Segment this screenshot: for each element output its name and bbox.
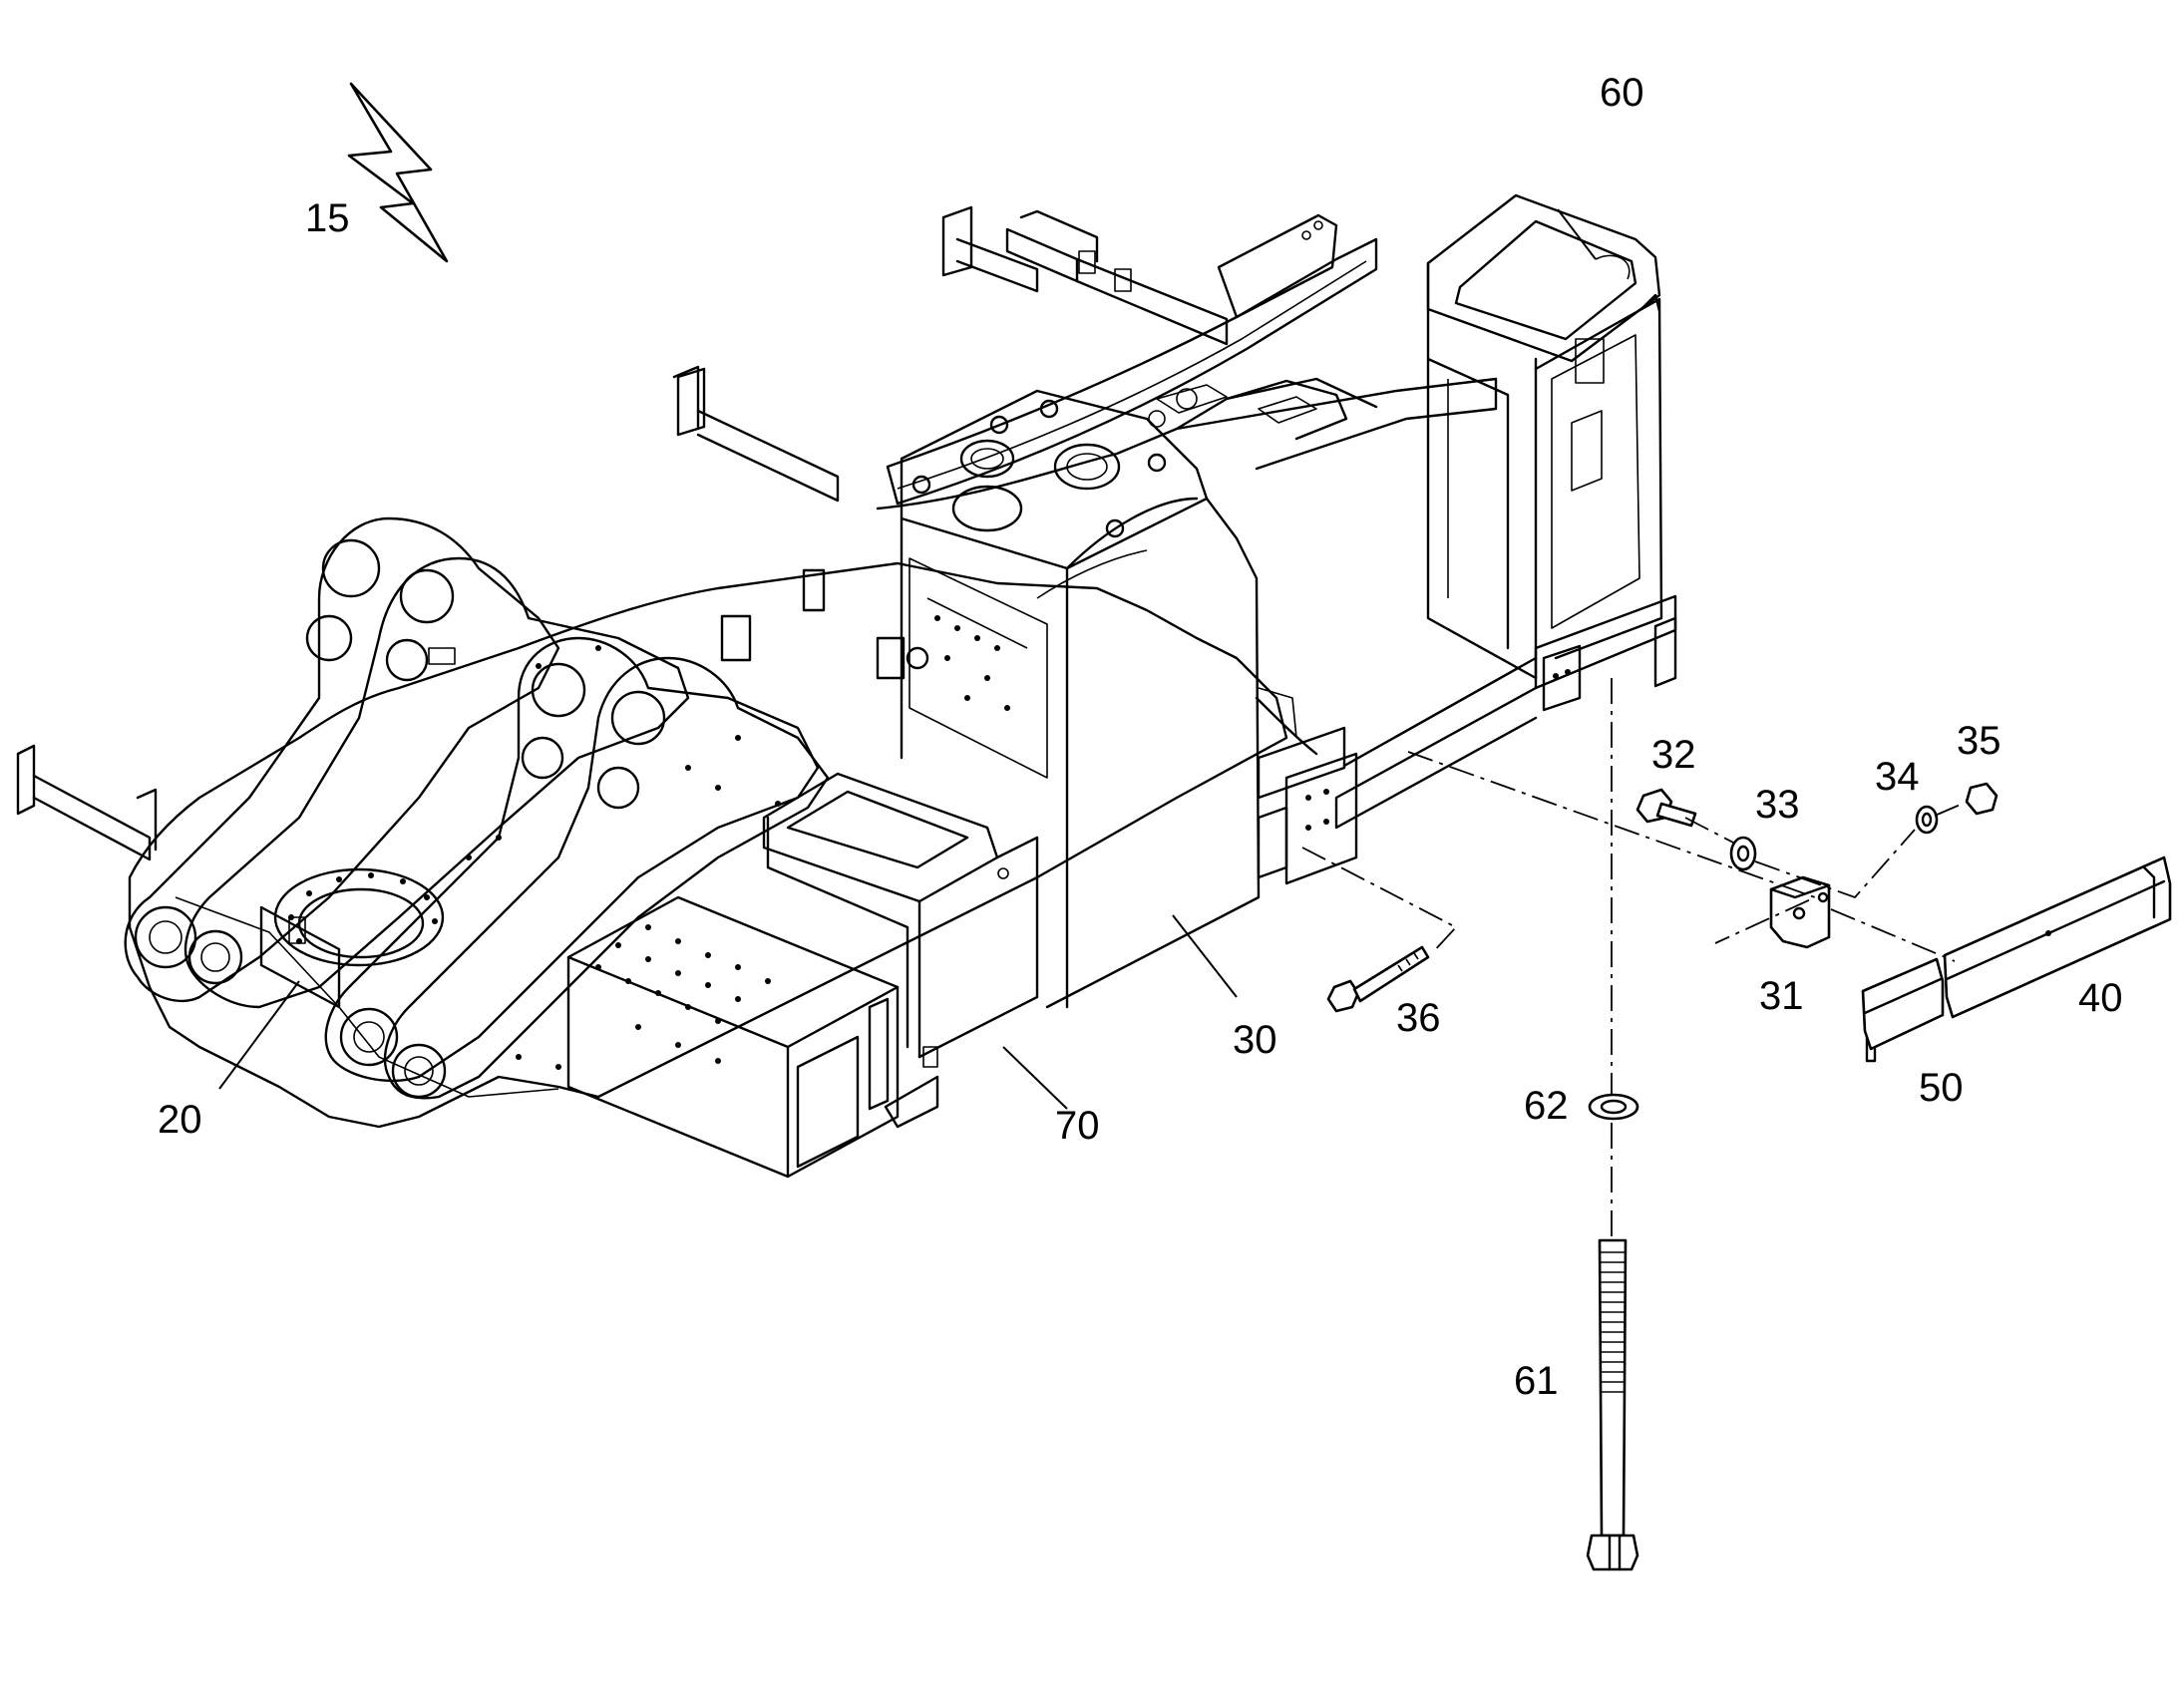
main-frame <box>16 365 1288 1129</box>
cab-support-frame <box>1334 193 1677 830</box>
label-35: 35 <box>1957 719 2001 763</box>
label-15: 15 <box>305 196 350 240</box>
slewing-ring-bolts <box>288 872 438 944</box>
label-61: 61 <box>1514 1359 1559 1403</box>
hardware-parts <box>1326 782 2172 1571</box>
callout-labels: 15 60 32 33 34 35 31 40 50 36 30 62 61 7… <box>158 71 2123 1403</box>
label-32: 32 <box>1651 733 1696 777</box>
label-40: 40 <box>2078 976 2123 1020</box>
assembly-centerlines <box>1301 678 1964 1240</box>
tank-panel-holes <box>934 615 1010 711</box>
direction-arrow-icon <box>347 82 449 263</box>
washer-62-icon <box>1588 1093 1639 1121</box>
leader-lines <box>218 208 1597 1110</box>
label-50: 50 <box>1919 1066 1964 1110</box>
washer-33-icon <box>1729 836 1757 871</box>
label-62: 62 <box>1524 1084 1569 1128</box>
front-storage-box <box>566 895 900 1179</box>
rear-frame-rails <box>676 205 1498 511</box>
rail-40-icon <box>1943 855 2172 1019</box>
bolt-32-icon <box>1635 788 1697 828</box>
bolt-36-icon <box>1326 945 1430 1013</box>
label-36: 36 <box>1396 996 1441 1040</box>
bolt-61-icon <box>1586 1238 1639 1571</box>
label-34: 34 <box>1875 755 1920 799</box>
storage-box-holes <box>595 924 771 1064</box>
frame-bolts <box>466 645 781 1070</box>
label-60: 60 <box>1600 71 1644 115</box>
label-31: 31 <box>1759 974 1804 1018</box>
side-rail-brackets <box>1255 687 1358 885</box>
rail-50-icon <box>1861 957 1945 1063</box>
nut-35-icon <box>1965 782 1998 816</box>
bracket-31-icon <box>1769 875 1831 949</box>
washer-34-icon <box>1915 805 1939 835</box>
label-70: 70 <box>1055 1104 1100 1148</box>
label-30: 30 <box>1233 1018 1277 1062</box>
label-33: 33 <box>1755 783 1800 827</box>
label-20: 20 <box>158 1098 202 1142</box>
